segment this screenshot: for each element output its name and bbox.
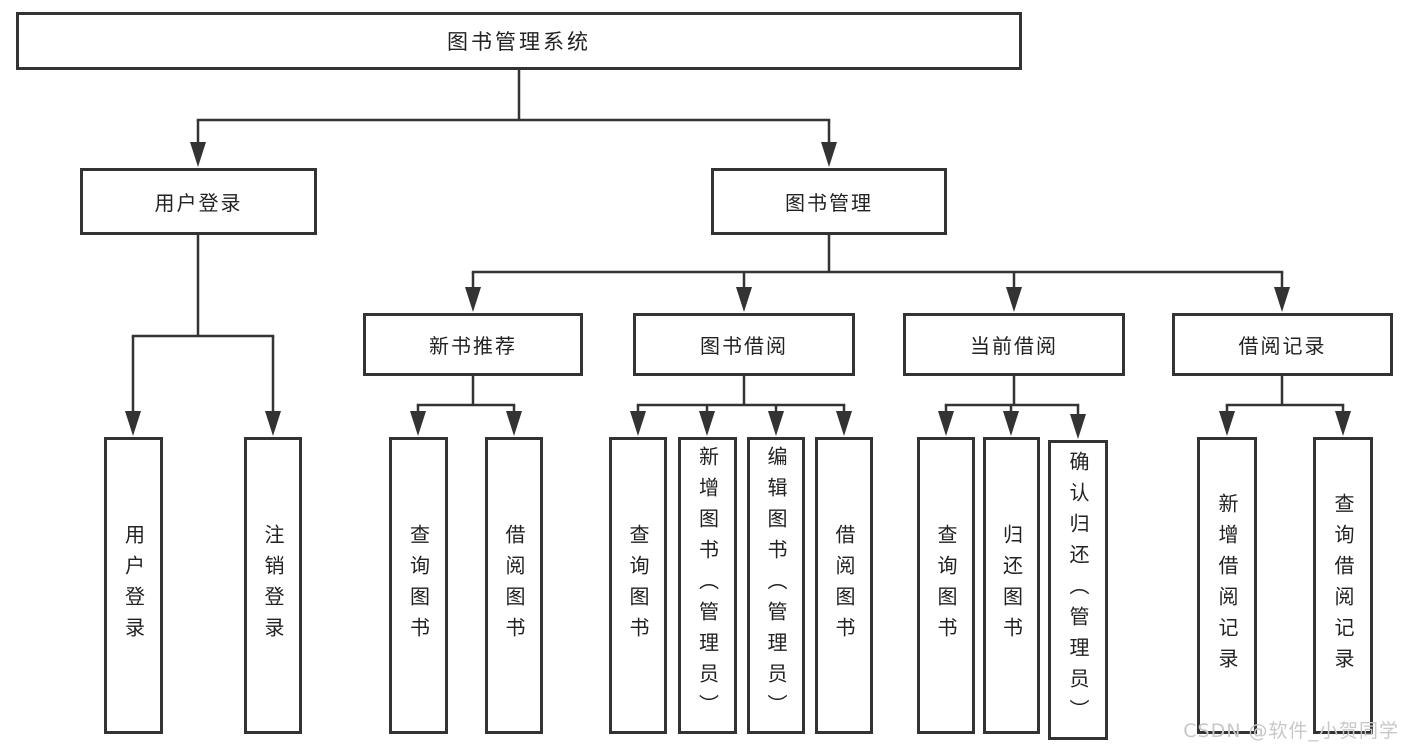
node-label: 新增借阅记录 [1215,492,1239,679]
node-label: 查询图书 [626,523,650,648]
node-label: 编辑图书（管理员） [764,446,788,725]
node-label: 查询图书 [934,523,958,648]
node-leaf-add-record: 新增借阅记录 [1197,437,1257,734]
node-leaf-query-books-3: 查询图书 [917,437,975,734]
node-label: 图书管理系统 [447,30,591,54]
node-leaf-user-login: 用户登录 [104,437,163,734]
node-leaf-return-books: 归还图书 [983,437,1040,734]
node-label: 新书推荐 [429,334,517,358]
node-label: 查询借阅记录 [1331,492,1355,679]
node-leaf-borrow-books-2: 借阅图书 [815,437,873,734]
node-label: 当前借阅 [970,334,1058,358]
node-system-root: 图书管理系统 [16,12,1022,70]
node-label: 图书管理 [785,191,873,215]
node-label: 确认归还（管理员） [1066,450,1090,730]
node-leaf-confirm-return: 确认归还（管理员） [1048,440,1108,740]
node-current-borrowing: 当前借阅 [903,313,1125,376]
node-leaf-query-record: 查询借阅记录 [1313,437,1373,734]
node-leaf-add-books: 新增图书（管理员） [678,437,737,734]
node-label: 借阅记录 [1238,334,1327,358]
node-label: 注销登录 [261,523,285,648]
node-leaf-edit-books: 编辑图书（管理员） [747,437,805,734]
node-label: 查询图书 [406,523,431,648]
node-label: 归还图书 [999,523,1024,648]
node-leaf-borrow-books-1: 借阅图书 [485,437,543,734]
node-label: 图书借阅 [700,334,788,358]
node-label: 借阅图书 [832,523,856,648]
node-book-borrowing: 图书借阅 [633,313,855,376]
node-leaf-query-books-1: 查询图书 [389,437,448,734]
node-label: 用户登录 [121,523,146,648]
node-leaf-query-books-2: 查询图书 [609,437,667,734]
node-label: 用户登录 [154,191,243,215]
node-user-login: 用户登录 [80,168,317,235]
node-new-book-recommend: 新书推荐 [363,313,583,376]
watermark: CSDN @软件_小贺同学 [1183,720,1399,742]
node-leaf-logout: 注销登录 [244,437,302,734]
node-label: 借阅图书 [502,523,526,648]
node-label: 新增图书（管理员） [695,446,720,725]
node-borrowing-records: 借阅记录 [1172,313,1393,376]
node-book-management: 图书管理 [711,168,947,235]
